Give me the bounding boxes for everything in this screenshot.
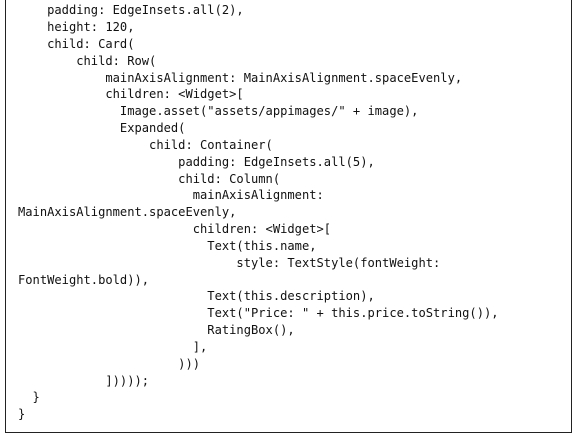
code-line: Image.asset("assets/appimages/" + image)… xyxy=(18,104,419,118)
code-listing: padding: EdgeInsets.all(2), height: 120,… xyxy=(5,0,572,433)
code-line: RatingBox(), xyxy=(18,323,295,337)
code-line: height: 120, xyxy=(18,20,135,34)
code-line: mainAxisAlignment: xyxy=(18,188,324,202)
code-line: padding: EdgeInsets.all(2), xyxy=(18,3,244,17)
code-line: children: <Widget>[ xyxy=(18,222,332,236)
code-line: Text("Price: " + this.price.toString()), xyxy=(18,306,499,320)
code-line: ))) xyxy=(18,357,201,371)
code-line: ])))); xyxy=(18,374,150,388)
code-line: mainAxisAlignment: MainAxisAlignment.spa… xyxy=(18,71,463,85)
code-line: child: Container( xyxy=(18,138,273,152)
code-line: Text(this.name, xyxy=(18,239,317,253)
code-line: } xyxy=(18,390,40,404)
code-line: Expanded( xyxy=(18,121,186,135)
code-line: child: Card( xyxy=(18,37,135,51)
code-line: children: <Widget>[ xyxy=(18,87,244,101)
code-line: Text(this.description), xyxy=(18,289,375,303)
code-line: child: Column( xyxy=(18,172,281,186)
code-line: ], xyxy=(18,340,208,354)
code-line: MainAxisAlignment.spaceEvenly, xyxy=(18,205,237,219)
code-line: } xyxy=(18,407,26,421)
code-line: style: TextStyle(fontWeight: xyxy=(18,256,441,270)
code-line: padding: EdgeInsets.all(5), xyxy=(18,155,375,169)
code-line: FontWeight.bold)), xyxy=(18,273,150,287)
code-line: child: Row( xyxy=(18,54,157,68)
